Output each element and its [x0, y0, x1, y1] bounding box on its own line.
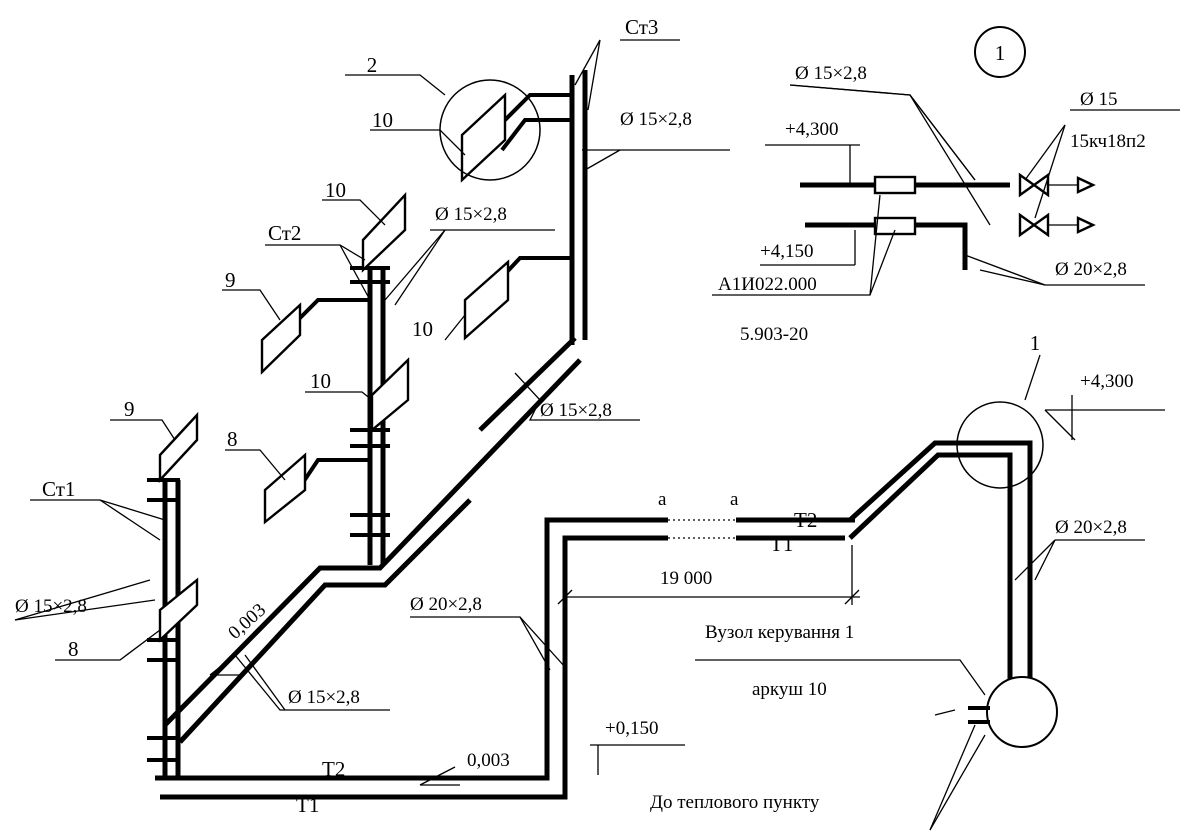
sheet-label: аркуш 10 — [752, 679, 827, 700]
radiator-st2-mid — [370, 357, 410, 433]
leader-lines — [14, 39, 1180, 831]
pipe-size-d20-right: Ø 20×2,8 — [1055, 517, 1127, 538]
detail-ref-1-label: 1 — [1030, 331, 1041, 355]
radiator-label-10-st3: 10 — [372, 108, 393, 132]
radiator-st2-low — [263, 452, 307, 525]
pipe-size-st1: Ø 15×2,8 — [15, 596, 87, 617]
t1-bottom-label: Т1 — [296, 793, 319, 817]
radiator-st1-top — [158, 411, 199, 484]
control-unit-label: Вузол керування 1 — [705, 622, 854, 643]
slope-left-label: 0,003 — [224, 600, 270, 644]
radiator-label-9-top: 9 — [124, 397, 135, 421]
detail-pipe-top-label: Ø 15×2,8 — [795, 63, 867, 84]
pipe-size-d20-riser: Ø 20×2,8 — [410, 594, 482, 615]
detail-valve-2a — [1018, 212, 1037, 238]
elevation-4300-main: +4,300 — [1080, 371, 1133, 392]
st3-connector-top-2 — [500, 118, 572, 152]
detail-circle-1 — [956, 401, 1044, 489]
detail-valve-1a — [1018, 172, 1037, 198]
t1-top-label: Т1 — [770, 532, 793, 556]
detail-part-code-label: А1И022.000 — [718, 274, 817, 295]
diagonal-distribution-mains — [163, 336, 582, 744]
t2-bottom-label: Т2 — [322, 757, 345, 781]
pipe-size-mid: Ø 15×2,8 — [540, 400, 612, 421]
st3-label: Ст3 — [625, 15, 658, 39]
st2-connector-upper — [296, 298, 368, 322]
elevation-0150: +0,150 — [605, 718, 658, 739]
riser-st3 — [460, 70, 588, 345]
detail-ref-2-label: 2 — [367, 53, 378, 77]
radiator-label-10-top: 10 — [325, 178, 346, 202]
break-label-a1: a — [658, 489, 667, 510]
elevation-4300-detail: +4,300 — [785, 119, 838, 140]
t2-rise-to-control-unit — [848, 440, 1033, 690]
radiator-label-9-left: 9 — [225, 268, 236, 292]
detail-valve-size-label: Ø 15 — [1080, 89, 1117, 110]
dimension-label: 19 000 — [660, 568, 712, 589]
pipe-size-st2: Ø 15×2,8 — [435, 204, 507, 225]
detail-fitting-lower — [873, 216, 917, 236]
pipe-break-a-mask — [668, 510, 736, 546]
to-heat-point-label: До теплового пункту — [650, 792, 820, 813]
main-diagonal-lower — [178, 498, 472, 744]
detail-arrow-1 — [1076, 176, 1096, 194]
radiator-label-8-mid: 8 — [227, 427, 238, 451]
detail-number-circle — [974, 26, 1026, 78]
detail-part-series-label: 5.903-20 — [740, 324, 808, 345]
main-supply-return-lines — [155, 440, 1033, 800]
st1-label: Ст1 — [42, 477, 75, 501]
detail-pipe-bottom-label: Ø 20×2,8 — [1055, 259, 1127, 280]
detail-fitting-upper — [873, 175, 917, 195]
pipe-size-st3: Ø 15×2,8 — [620, 109, 692, 130]
t2-main-line — [155, 517, 855, 781]
t1-rise-to-control-unit — [848, 452, 1013, 690]
radiator-st2-left — [260, 302, 302, 375]
detail-valve-code-label: 15кч18п2 — [1070, 131, 1146, 152]
main-diagonal-lower-cont — [478, 336, 577, 432]
riser-st2 — [260, 191, 410, 565]
control-unit-circle — [986, 676, 1058, 748]
detail-number-label: 1 — [995, 41, 1006, 65]
t2-top-label: Т2 — [794, 508, 817, 532]
break-label-a2: a — [730, 489, 739, 510]
dimension-tick-right — [844, 589, 860, 605]
radiator-label-10-low: 10 — [310, 369, 331, 393]
pipe-size-main: Ø 15×2,8 — [288, 687, 360, 708]
detail-valve-2b — [1031, 212, 1050, 238]
radiator-label-10-mid: 10 — [412, 317, 433, 341]
st2-connector-lower — [296, 458, 368, 492]
radiator-st3-mid — [463, 259, 510, 341]
radiator-label-8-low: 8 — [68, 637, 79, 661]
dimension-tick-left — [557, 589, 573, 605]
dimension-19000 — [557, 540, 860, 605]
t1-main-line — [160, 535, 845, 800]
slope-bottom-label: 0,003 — [467, 750, 510, 771]
st2-label: Ст2 — [268, 221, 301, 245]
control-unit — [968, 676, 1058, 748]
elevation-4150-detail: +4,150 — [760, 241, 813, 262]
radiator-st3-top — [460, 92, 507, 183]
main-diagonal-upper — [163, 358, 582, 727]
detail-arrow-2 — [1076, 216, 1096, 234]
st3-connector-top — [498, 93, 572, 127]
riser-st1 — [147, 411, 199, 780]
radiator-st2-top — [361, 191, 407, 273]
